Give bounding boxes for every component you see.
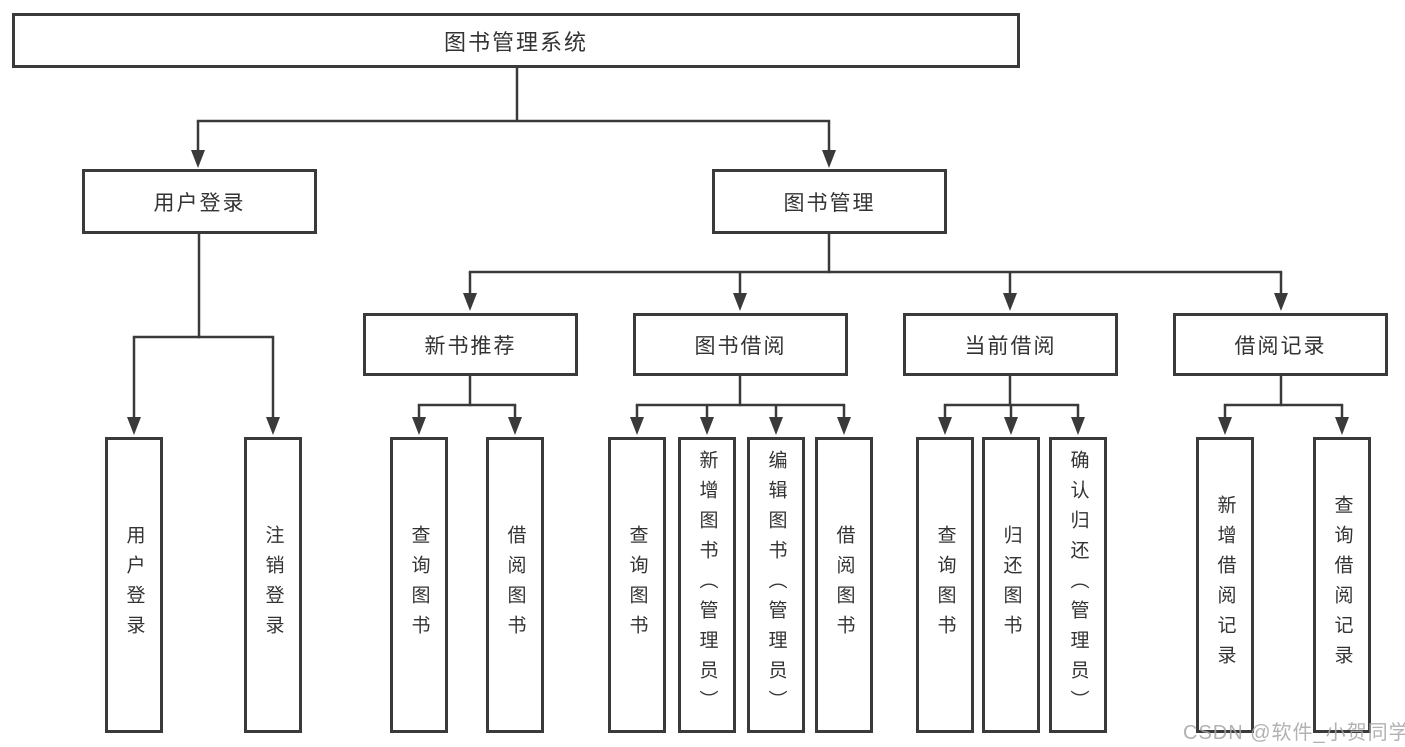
borrowing-node: 图书借阅: [633, 313, 848, 376]
leaf-newbooks-query: 查询图书: [390, 437, 448, 733]
login-branch-label: 用户登录: [153, 191, 246, 215]
new-books-node: 新书推荐: [363, 313, 578, 376]
login-branch-node: 用户登录: [82, 169, 317, 234]
management-branch-node: 图书管理: [712, 169, 947, 234]
borrow-records-label: 借阅记录: [1234, 334, 1327, 358]
leaf-newbooks-borrow-label: 借阅图书: [504, 525, 526, 645]
leaf-records-query-label: 查询借阅记录: [1331, 495, 1353, 675]
leaf-records-query: 查询借阅记录: [1313, 437, 1371, 733]
current-borrow-node: 当前借阅: [903, 313, 1118, 376]
leaf-borrowing-edit: 编辑图书（管理员）: [747, 437, 805, 733]
borrowing-label: 图书借阅: [694, 334, 787, 358]
leaf-borrowing-borrow-label: 借阅图书: [833, 525, 855, 645]
leaf-logout: 注销登录: [244, 437, 302, 733]
leaf-logout-label: 注销登录: [262, 525, 284, 645]
leaf-borrowing-add: 新增图书（管理员）: [678, 437, 736, 733]
leaf-current-return-label: 归还图书: [1000, 525, 1022, 645]
leaf-records-add: 新增借阅记录: [1196, 437, 1254, 733]
leaf-current-confirm-return-label: 确认归还（管理员）: [1067, 450, 1089, 720]
new-books-label: 新书推荐: [424, 334, 517, 358]
current-borrow-label: 当前借阅: [964, 334, 1057, 358]
leaf-borrowing-query-label: 查询图书: [626, 525, 648, 645]
leaf-newbooks-query-label: 查询图书: [408, 525, 430, 645]
root-node: 图书管理系统: [12, 13, 1020, 68]
leaf-current-query-label: 查询图书: [934, 525, 956, 645]
management-branch-label: 图书管理: [783, 191, 876, 215]
leaf-current-return: 归还图书: [982, 437, 1040, 733]
root-node-label: 图书管理系统: [443, 29, 588, 55]
leaf-records-add-label: 新增借阅记录: [1214, 495, 1236, 675]
watermark-text: CSDN @软件_小贺同学: [1183, 722, 1405, 744]
leaf-current-query: 查询图书: [916, 437, 974, 733]
leaf-borrowing-borrow: 借阅图书: [815, 437, 873, 733]
leaf-current-confirm-return: 确认归还（管理员）: [1049, 437, 1107, 733]
leaf-user-login: 用户登录: [105, 437, 163, 733]
leaf-borrowing-query: 查询图书: [608, 437, 666, 733]
leaf-user-login-label: 用户登录: [123, 525, 145, 645]
leaf-borrowing-edit-label: 编辑图书（管理员）: [765, 450, 787, 720]
leaf-newbooks-borrow: 借阅图书: [486, 437, 544, 733]
leaf-borrowing-add-label: 新增图书（管理员）: [696, 450, 718, 720]
borrow-records-node: 借阅记录: [1173, 313, 1388, 376]
